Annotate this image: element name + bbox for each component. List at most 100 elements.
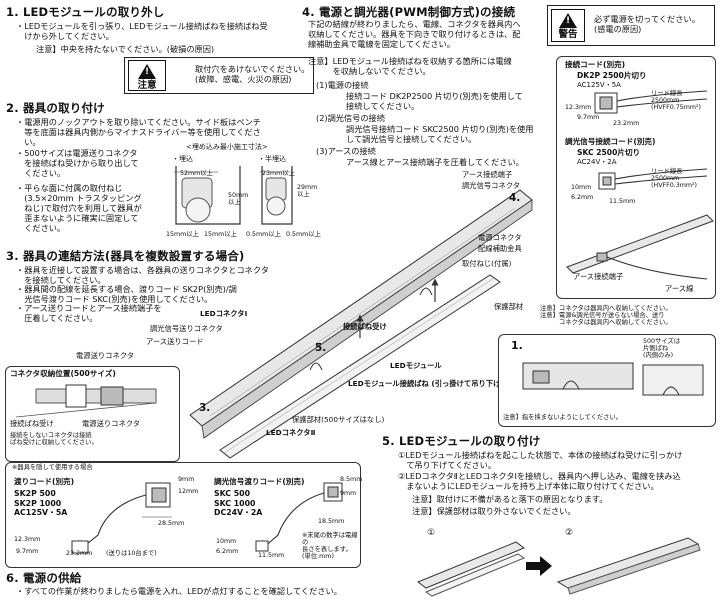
dimming-feed-connector-label: 調光信号送りコネクタ [150,324,223,333]
cord2-title: 調光信号渡りコード(別売) [214,477,305,486]
cord2-dim-9: 9mm [340,490,357,497]
led-connector1-label: LEDコネクタⅠ [200,309,248,318]
cord1-diagram [71,482,172,554]
section4-title: 4. 電源と調光器(PWM制御方式)の接続 [302,5,516,19]
dim-52: 52mm以上 [180,170,213,177]
led-spring-label: LEDモジュール接続ばね (引っ掛けて吊り下げる) [348,379,512,388]
connector-storage-title: コネクタ収納位置(500サイズ) [10,369,116,378]
cord2-diagram [255,482,343,552]
spring-receiver-label: 接続ばね受け [10,419,54,428]
dim-15a: 15mm以上 [166,231,199,238]
section5-figures [416,537,701,597]
protection-member-label: 保護部材 [494,302,524,311]
figure1-label: ① [427,528,436,538]
detail-500-note: 500サイズは 片側ばね (内側のみ) [643,338,681,359]
cord-a-title: 接続コード(別売) [565,60,626,69]
item3-title: (3)アースの接続 [316,146,376,156]
storage-instruction: 接続をしないコネクタは接続 ばね受けに収納してください。 [10,432,98,446]
cord1-dim-9: 9mm [178,476,195,483]
cord2-dim-6-2: 6.2mm [216,548,239,555]
cord1-dim-9-7: 9.7mm [16,548,39,555]
embed-label: ・埋込 [172,155,193,163]
cord-spec-header: ※器具を隠して使用する場合 [12,464,93,471]
section5-note1: 注意】取付けに不備があると落下の原因となります。 [412,494,608,504]
item1-title: (1)電源の接続 [316,80,369,90]
cord-b-diagram [598,168,708,190]
cord2-dim-18-5: 18.5mm [318,518,345,525]
embed-diagram [174,166,293,225]
caution-text: 取付穴をあけないでください。 (故障、感電、火災の原因) [195,64,310,84]
cord-b-dim-10: 10mm [571,184,592,191]
figure2-label: ② [565,528,574,538]
spring-detail-box: 1. 500サイズは 片側ばね (内側のみ) 注意】指を挟まないようにしてくださ… [498,334,716,427]
section3-bullet1: ・器具を近接して設置する場合は、各器具の送りコネクタとコネクタ を接続してくださ… [16,265,269,285]
warning-label: 警告 [558,29,578,40]
section6-title: 6. 電源の供給 [6,571,82,585]
section4-note: 注意】LEDモジュール接続ばねを収納する箇所には電線 を収納しないでください。 [308,56,512,76]
dimming-connector-label: 調光信号コネクタ [462,181,521,190]
section5-step1: ①LEDモジュール接続ばねを起こした状態で、本体の接続ばね受けに引っかけ て吊り… [398,450,683,470]
cord1-dim-28-5: 28.5mm [158,520,185,527]
warning-box: 警告 必ず電源を切ってください。 (感電の原因) [547,5,715,46]
power-feed-connector-label-2: 電源送りコネクタ [82,419,141,428]
earth-terminal-diagram [566,214,714,280]
section3-bullet2: ・器具間の配線を延長する場合、渡りコード SK2P(別売)/調 光信号渡りコード… [16,284,237,304]
section4-right-note: 注意】コネクタは器具内へ収納してください。 注意】電源&調光信号が送らない場合、… [540,305,672,326]
step4-marker: 4. [509,192,521,204]
cord1-note: (送りは10台まで) [106,550,157,557]
warning-triangle-icon [138,64,156,79]
section1-title: 1. LEDモジュールの取り外し [6,5,165,19]
section6-body: ・すべての作業が終わりましたら電源を入れ、LEDが点灯することを確認してください… [16,586,342,596]
fixture-assembly-diagram [189,189,533,459]
cord-b-dim-6-2: 6.2mm [571,194,594,201]
dim-23: 23mm以上 [262,170,295,177]
cord1-dim-23-2: 23.2mm [66,550,93,557]
cord2-dim-8-5: 8.5mm [340,476,363,483]
cord2-note: ※末尾の数字は電線の 長さを表します。 (単位:mm) [302,532,358,560]
power-feed-connector-label: 電源送りコネクタ [76,351,135,360]
cord-b-dim-11-5: 11.5mm [609,198,636,205]
cord-spec-box: ※器具を隠して使用する場合 渡りコード(別売) SK2P 500 SK2P 10… [5,462,363,568]
mounting-screw-label: 取付ねじ(付属) [462,259,512,268]
connector-storage-box: コネクタ収納位置(500サイズ) 接続ばね受け 電源送りコネクタ 接続をしないコ… [5,366,180,462]
cord-b-lead: リード線長 2500mm (HVFF0.3mm²) [651,168,698,189]
cord-a-model: DK2P 2500片切り [577,71,647,80]
protection-500-label: 保護部材(500サイズはなし) [292,415,385,424]
detail-step-marker: 1. [511,339,523,352]
detail-note: 注意】指を挟まないようにしてください。 [503,414,623,421]
dim-50: 50mm 以上 [228,192,249,206]
section2-title: 2. 器具の取り付け [6,101,105,115]
cord-a-lead: リード線長 2500mm (HVFF0.75mm²) [651,90,702,111]
earth-wire-label: アース線 [665,284,694,293]
detail-diagram [522,362,704,396]
earth-terminal-label-center: アース接続端子 [462,170,513,179]
step3-marker: 3. [199,402,211,414]
cord2-dim-10: 10mm [216,538,237,545]
caution-label: 注意 [137,80,157,91]
earth-feed-cord-label: アース送りコード [146,337,204,346]
semi-embed-label: ・半埋込 [258,155,286,163]
cord1-title: 渡りコード(別売) [14,477,75,486]
cord-b-rating: AC24V・2A [577,158,617,166]
section5-title: 5. LEDモジュールの取り付け [382,434,541,448]
cord2-models: SKC 500 SKC 1000 DC24V・2A [214,489,263,517]
dim-15b: 15mm以上 [204,231,237,238]
dim-29: 29mm 以上 [297,184,318,198]
item2-body: 調光信号接続コード SKC2500 片切り(別売)を使用 して調光信号と接続して… [346,124,534,144]
spring-receiver-label-center: 接続ばね受け [343,322,387,331]
section2-bullet1: ・電源用のノックアウトを取り除いてください。サイド板はペンチ 等を底面は器具内側… [16,117,261,147]
section2-bullet3: ・平らな面に付属の取付ねじ (3.5×20mm トラスタッピング ねじ)で取付穴… [16,183,142,233]
earth-terminal-label: アース接続端子 [573,272,624,281]
cord1-dim-12-3: 12.3mm [14,536,41,543]
item1-body: 接続コード DK2P2500 片切り(別売)を使用して 接続してください。 [346,91,523,111]
dim-05a: 0.5mm以上 [246,231,281,238]
warning-text: 必ず電源を切ってください。 (感電の原因) [594,14,700,34]
cord1-models: SK2P 500 SK2P 1000 AC125V・5A [14,489,68,517]
section1-body: ・LEDモジュールを引っ張り、LEDモジュール接続ばねを接続ばね受 けから外して… [16,21,268,41]
section5-note2: 注意】保護部材は取り外さないでください。 [412,506,576,516]
section3-bullet3: ・アース送りコードとアース接続端子を 圧着してください。 [16,303,162,323]
wire-bracket-label: 配線補助金具 [478,244,522,253]
cord-a-dim-23-2: 23.2mm [613,120,640,127]
item3-body: アース線とアース接続端子を圧着してください。 [346,157,524,167]
warning-triangle-icon-2 [559,13,577,28]
